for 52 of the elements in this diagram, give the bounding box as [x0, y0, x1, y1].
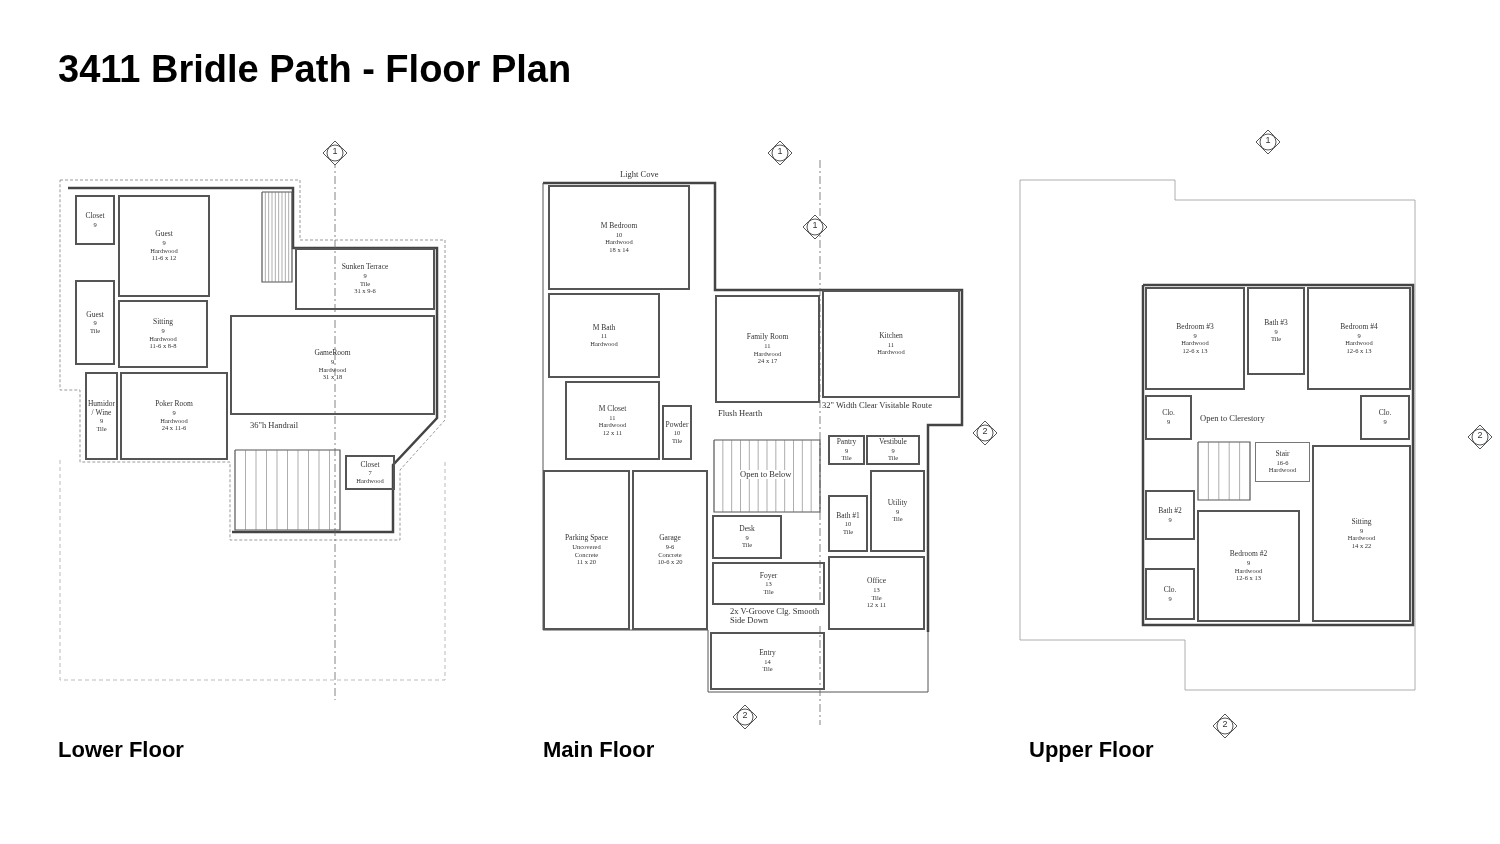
- section-number: 1: [1264, 135, 1272, 145]
- room-outline: [632, 470, 708, 630]
- room-outline: [1145, 395, 1192, 440]
- page-title: 3411 Bridle Path - Floor Plan: [58, 48, 572, 91]
- room-outline: [1145, 287, 1245, 390]
- room-outline: [345, 455, 395, 490]
- floor-caption: Lower Floor: [58, 737, 184, 763]
- room-outline: [715, 295, 820, 403]
- room-outline: [1312, 445, 1411, 622]
- room-outline: [870, 470, 925, 552]
- room-outline: [75, 280, 115, 365]
- room-outline: [85, 372, 118, 460]
- room-outline: [543, 470, 630, 630]
- section-number: 2: [1476, 430, 1484, 440]
- room-outline: [828, 435, 865, 465]
- section-number: 1: [811, 220, 819, 230]
- room-outline: [548, 185, 690, 290]
- room-outline: [230, 315, 435, 415]
- room-outline: [75, 195, 115, 245]
- section-number: 2: [1221, 719, 1229, 729]
- section-number: 2: [981, 426, 989, 436]
- room-outline: [118, 195, 210, 297]
- room-outline: [1197, 510, 1300, 622]
- room-outline: [1145, 568, 1195, 620]
- room-outline: [828, 556, 925, 630]
- floor-caption: Main Floor: [543, 737, 655, 763]
- plan-note: 32" Width Clear Visitable Route: [822, 401, 932, 411]
- room-outline: [548, 293, 660, 378]
- room-outline: [710, 632, 825, 690]
- plan-note: 36"h Handrail: [250, 421, 299, 431]
- room-outline: [1307, 287, 1411, 390]
- room-outline: [295, 248, 435, 310]
- section-number: 1: [331, 146, 339, 156]
- room-outline: [1247, 287, 1305, 375]
- plan-note: Open to Clerestory: [1200, 414, 1265, 424]
- room-outline: [120, 372, 228, 460]
- section-number: 2: [741, 710, 749, 720]
- room-outline: [1145, 490, 1195, 540]
- plan-note: Flush Hearth: [718, 409, 763, 419]
- room-outline: [1360, 395, 1410, 440]
- floor-caption: Upper Floor: [1029, 737, 1154, 763]
- room-outline: [118, 300, 208, 368]
- room-outline: [565, 381, 660, 460]
- section-number: 1: [776, 146, 784, 156]
- plan-note: Open to Below: [740, 470, 792, 480]
- room-outline: [712, 562, 825, 605]
- room-outline: [1255, 442, 1310, 482]
- room-outline: [866, 435, 920, 465]
- room-outline: [822, 290, 960, 398]
- room-outline: [662, 405, 692, 460]
- room-outline: [828, 495, 868, 552]
- room-outline: [712, 515, 782, 559]
